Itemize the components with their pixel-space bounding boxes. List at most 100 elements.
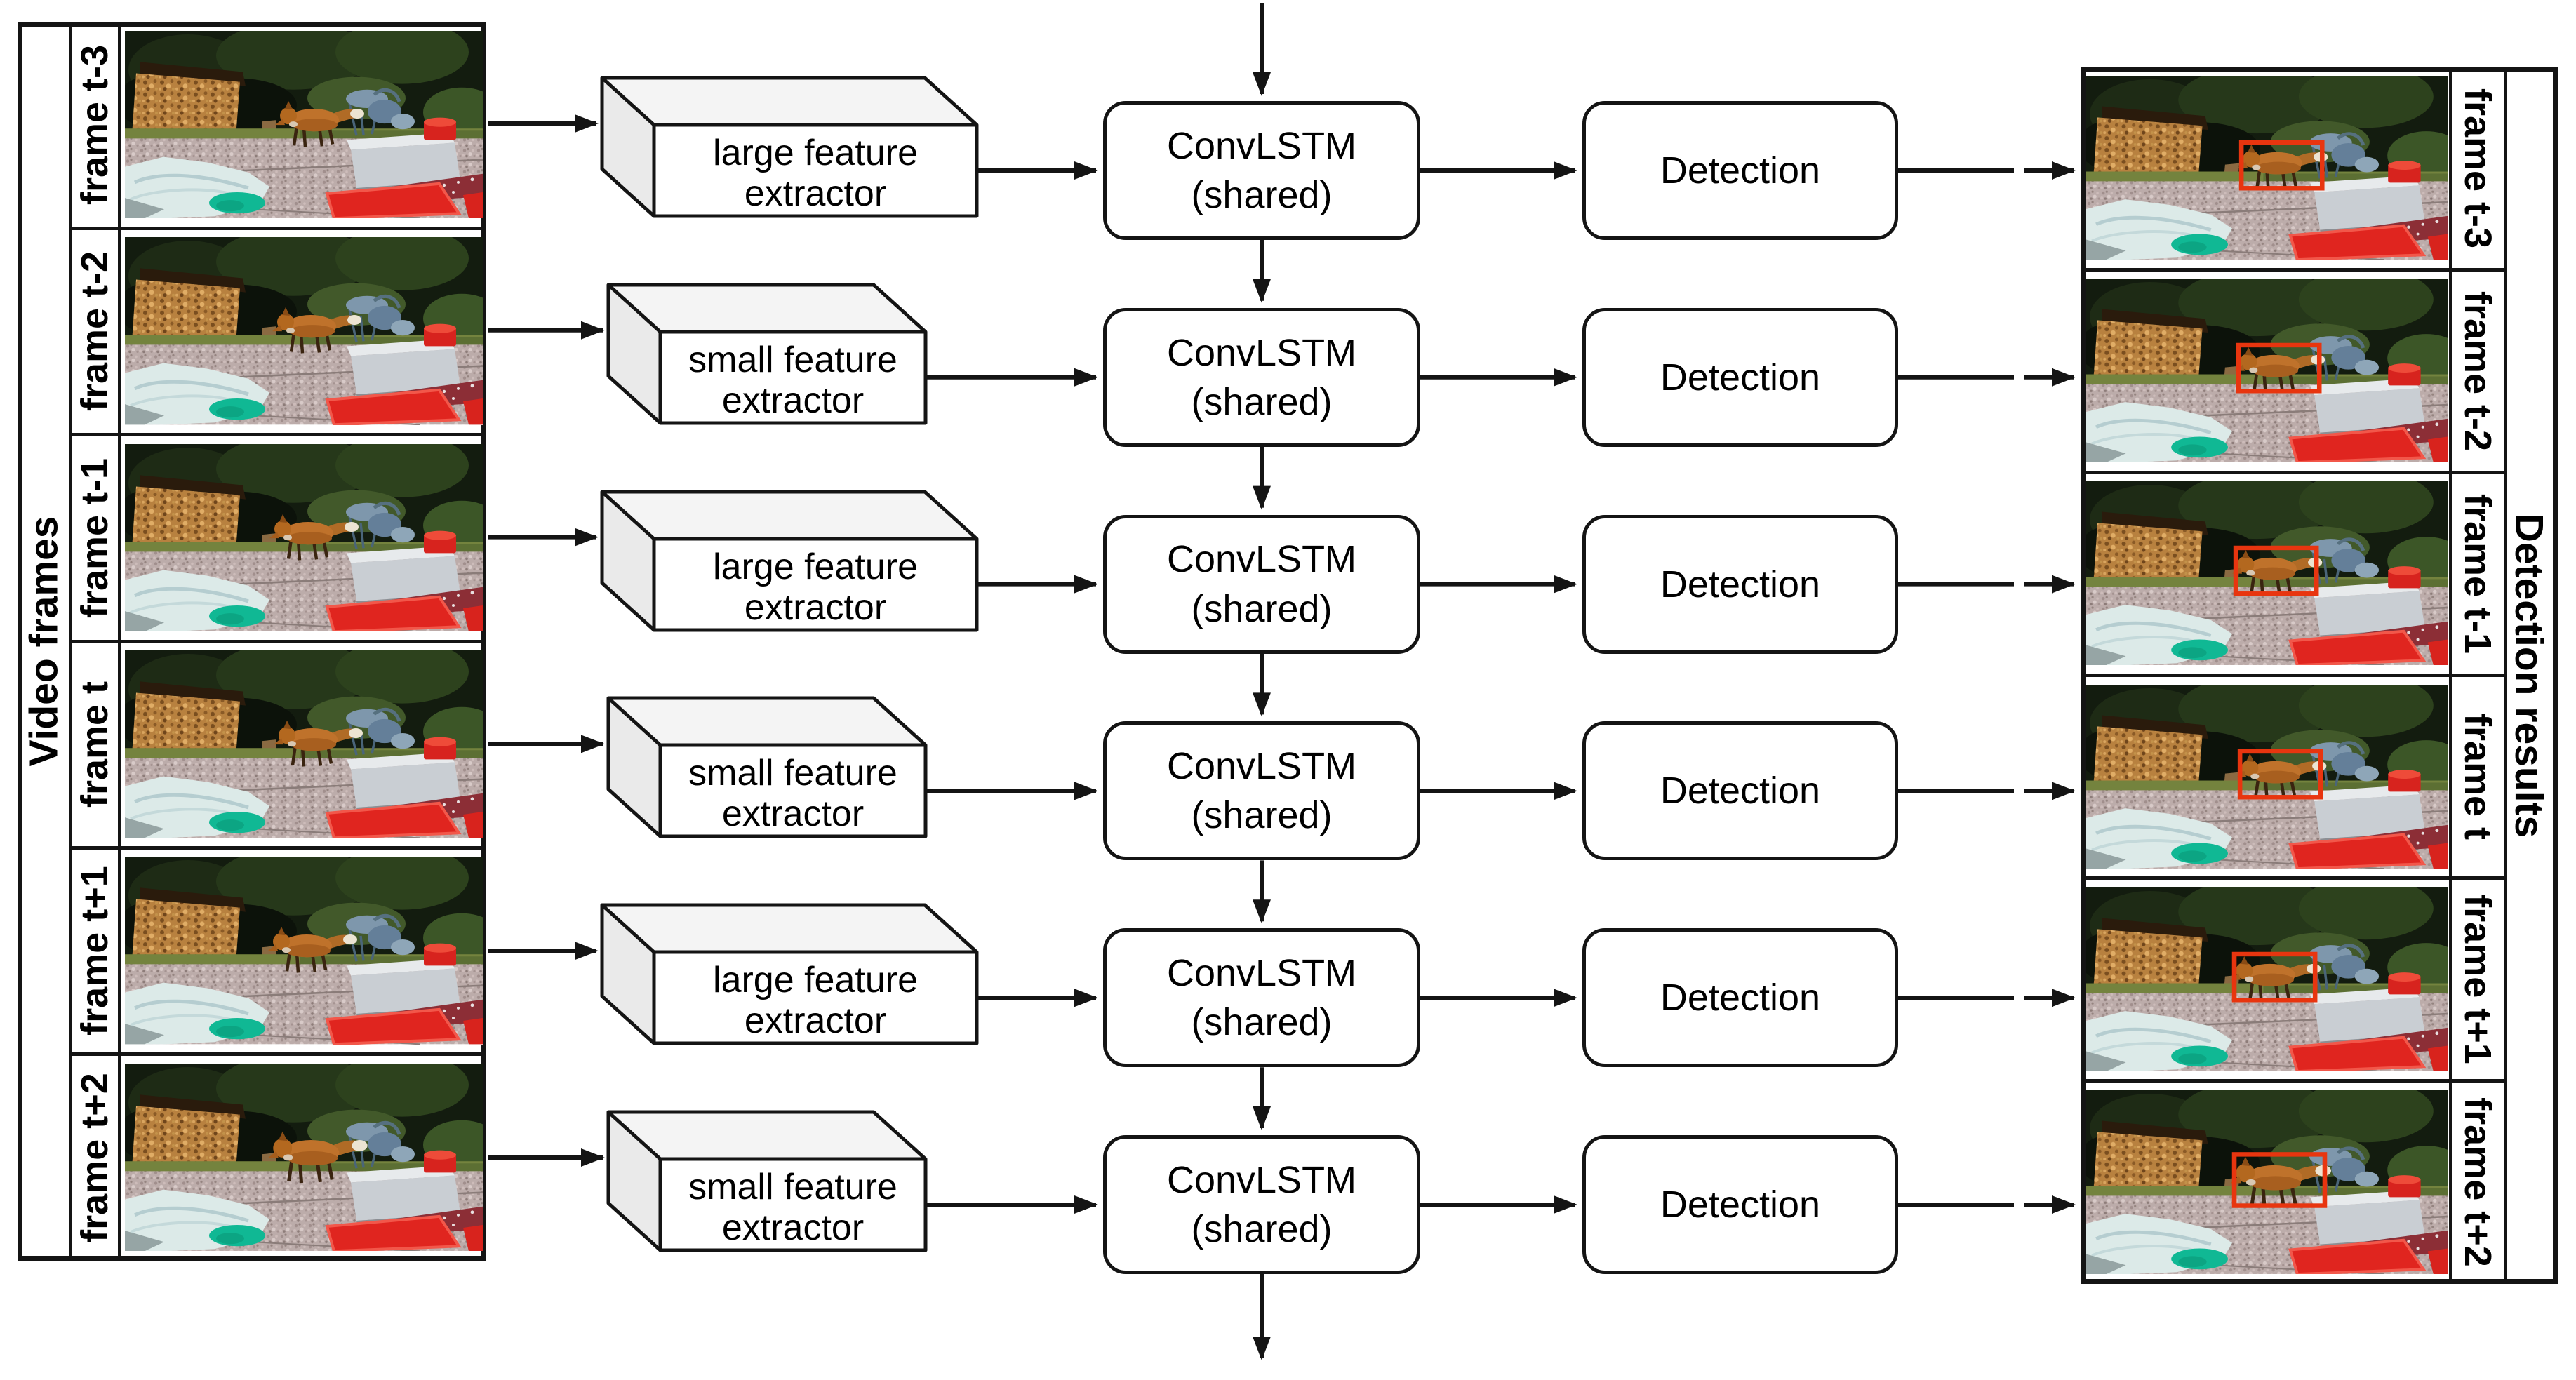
extractor-front-face [654,538,977,630]
frame-label-right: frame t-2 [2457,290,2500,451]
wood-pile [132,1106,240,1170]
fox [267,1131,368,1183]
fox-head [279,726,295,744]
fox [2230,1156,2332,1207]
red-tray [2288,1036,2427,1071]
detection-bbox [2238,140,2325,191]
fox [275,100,364,147]
detection-results-row-border [2081,1079,2505,1083]
fox-ear [279,514,287,523]
video-frame-photo-cell [125,31,483,219]
detection-box: Detection [1582,721,1898,861]
video-frame-photo-cell [125,1063,483,1251]
shed-roof [2102,511,2208,536]
fox-tail-tip [352,1139,368,1151]
extractor-side-face [602,78,654,216]
frame-label-cell-left: frame t-1 [70,435,119,641]
extractor-label-line2: extractor [722,380,864,421]
fox-head [273,933,290,951]
fox-head [280,107,297,125]
fox-legs [2254,777,2297,798]
fox-legs [2255,168,2298,190]
detection-results-title-cell: Detection results [2505,67,2553,1284]
extractor-top-face [608,284,926,332]
fox-head [2236,1163,2255,1183]
extractor-label-line2: extractor [745,587,886,628]
detection-result-photo-cell [2086,887,2448,1071]
detection-label: Detection [1660,1183,1821,1226]
convlstm-label-line1: ConvLSTM [1166,538,1357,581]
extractor-top-face [602,905,977,953]
convlstm-box: ConvLSTM(shared) [1103,721,1420,861]
fox-head [274,520,291,537]
detection-result-photo [2086,887,2448,1071]
fox-ear [285,100,293,109]
shed-roof [2102,715,2208,739]
fox [274,720,363,767]
fox-head [2240,353,2257,370]
fox-legs [285,951,328,973]
fox-head [273,1138,293,1158]
extractor-front-face [654,952,977,1044]
video-frame-photo [125,443,483,631]
detection-results-row-border [2081,876,2505,880]
extractor-top-face [602,491,977,539]
red-tray [325,182,462,219]
fox-legs [291,744,333,767]
fox-ear [2245,347,2253,356]
frame-label-cell-left: frame t-2 [70,228,119,434]
extractor-label-line1: small feature [688,753,897,793]
detection-bbox [2231,951,2318,1003]
convlstm-label-line2: (shared) [1191,380,1333,423]
red-tray [325,1008,462,1045]
fox-tail-tip [343,934,357,945]
frame-label-right: frame t+1 [2457,895,2500,1065]
detection-result-photo [2086,481,2448,666]
detection-box: Detection [1582,101,1898,240]
extractor-front-face [660,1159,926,1250]
detection-label: Detection [1660,563,1821,605]
wood-pile [132,486,240,550]
extractor-side-face [608,698,660,837]
fox-legs [2250,1183,2297,1207]
video-frames-title-cell: Video frames [18,22,70,1261]
detection-results-row-border [2081,267,2505,272]
extractor-side-face [608,1112,660,1250]
detection-bbox [2231,1152,2328,1208]
video-frames-row-border [70,226,481,230]
frame-label-cell-left: frame t-3 [70,22,119,228]
extractor-front-face [660,331,926,423]
fox-head [2236,962,2253,979]
fox-head [2241,759,2259,777]
red-tray [2288,427,2427,463]
wood-pile [2093,1132,2203,1195]
fox-head [2243,150,2260,168]
detection-label: Detection [1660,770,1821,812]
detection-label: Detection [1660,977,1821,1019]
fox-ear [2248,144,2256,153]
fox [268,927,357,973]
fox-tail-tip [350,108,364,119]
frame-label-left: frame t-1 [74,457,116,618]
shed-roof [2102,918,2208,942]
fox-ear [279,1131,288,1141]
wood-pile [2093,725,2203,789]
convlstm-label-line1: ConvLSTM [1166,331,1357,374]
detection-result-photo-cell [2086,481,2448,666]
fox-ear [2241,956,2249,965]
shed-roof [2102,1120,2208,1144]
detection-box: Detection [1582,928,1898,1068]
detection-label: Detection [1660,356,1821,398]
convlstm-box: ConvLSTM (shared) [1103,307,1420,447]
convlstm-label-line1: ConvLSTM [1166,1158,1357,1201]
detection-result-photo-cell [2086,1090,2448,1274]
video-frames-row-border [70,845,481,850]
video-frame-photo [125,31,483,219]
red-tray [325,801,462,838]
video-frame-photo [125,237,483,425]
detection-result-photo [2086,279,2448,463]
convlstm-box: ConvLSTM(shared) [1103,514,1420,654]
extractor-top-face [608,1112,926,1159]
frame-label-left: frame t+1 [74,866,116,1036]
